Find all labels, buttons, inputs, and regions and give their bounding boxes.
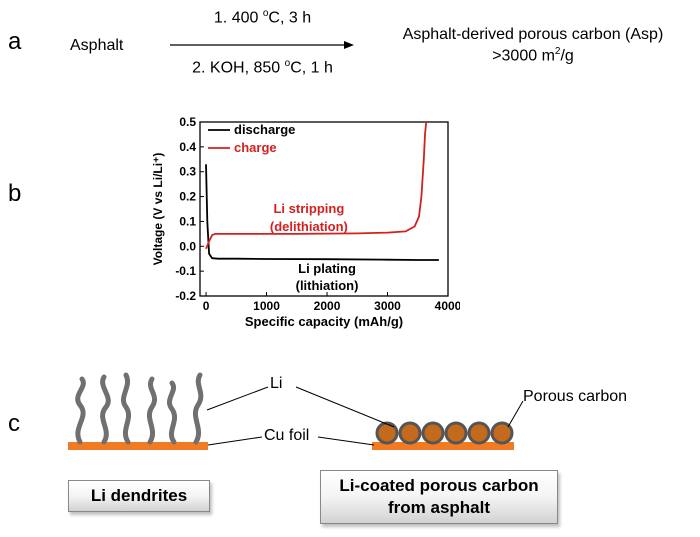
cu-foil-right <box>372 442 514 450</box>
x-tick-label: 2000 <box>314 299 341 313</box>
y-tick-label: 0.1 <box>179 214 196 228</box>
dendrite <box>100 374 111 445</box>
leader-line <box>207 436 263 446</box>
series-line-charge <box>205 121 428 250</box>
plot-frame <box>199 121 449 297</box>
reaction-step-1: 1. 400 oC, 3 h <box>213 8 312 27</box>
li-dendrites-text: Li dendrites <box>90 486 188 505</box>
product-name: Asphalt-derived porous carbon (Asp) <box>402 26 664 43</box>
y-tick-label: 0.3 <box>179 165 196 179</box>
y-tick-label: -0.2 <box>175 289 196 303</box>
y-axis-label: Voltage (V vs Li/Li⁺) <box>151 153 165 266</box>
reactant-label: Asphalt <box>70 37 124 54</box>
y-tick-label: -0.1 <box>175 264 196 278</box>
leader-line <box>206 386 269 411</box>
y-tick-label: 0.0 <box>179 239 196 253</box>
y-tick-label: 0.4 <box>179 140 196 154</box>
cu-foil-label: Cu foil <box>264 427 310 444</box>
leader-line <box>295 386 395 428</box>
x-tick-label: 3000 <box>374 299 401 313</box>
y-tick-label: 0.2 <box>179 190 196 204</box>
li-dendrites <box>75 372 204 445</box>
annotation-li-stripping: Li stripping <box>273 201 344 216</box>
legend-label-discharge: discharge <box>234 122 295 137</box>
carbon-particle <box>375 421 399 445</box>
porous-carbon-particles <box>375 421 514 445</box>
reaction-step-2: 2. KOH, 850 oC, 1 h <box>192 58 333 77</box>
annotation-lithiation: (lithiation) <box>296 278 359 293</box>
leader-lines <box>206 386 524 446</box>
cu-foil-left <box>68 442 208 450</box>
dendrite <box>120 372 132 445</box>
schematic-c <box>68 372 524 450</box>
y-tick-label: 0.5 <box>179 115 196 129</box>
dendrite <box>192 372 204 445</box>
dendrite <box>166 380 178 445</box>
product-surface-area: >3000 m2/g <box>492 46 574 65</box>
carbon-particle <box>421 421 445 445</box>
x-tick-label: 1000 <box>253 299 280 313</box>
x-tick-label: 0 <box>203 299 210 313</box>
x-axis-label: Specific capacity (mAh/g) <box>245 314 403 329</box>
dendrite <box>146 376 158 445</box>
legend-label-charge: charge <box>234 140 277 155</box>
leader-line <box>317 436 375 446</box>
carbon-particle <box>444 421 468 445</box>
li-coated-carbon-text: Li-coated porous carbon <box>339 476 539 495</box>
annotation-delithiation: (delithiation) <box>270 219 348 234</box>
carbon-particle <box>490 421 514 445</box>
li-dendrites-box: Li dendrites <box>68 480 210 512</box>
voltage-capacity-chart: 0 1000 2000 3000 4000 -0.2 -0.1 0.0 0.1 0.2 0.3 0.4… <box>151 115 460 329</box>
annotation-li-plating: Li plating <box>298 261 356 276</box>
li-coated-carbon-box: Li-coated porous carbon from asphalt <box>320 470 558 524</box>
from-asphalt-text: from asphalt <box>387 498 491 517</box>
x-tick-label: 4000 <box>435 299 460 313</box>
carbon-particle <box>467 421 491 445</box>
panel-letter-c: c <box>8 410 20 437</box>
porous-carbon-label: Porous carbon <box>523 388 628 405</box>
panel-letter-b: b <box>8 180 22 207</box>
dendrite <box>75 376 86 445</box>
panel-letter-a: a <box>8 28 22 55</box>
leader-line <box>507 400 524 428</box>
reaction-arrow <box>170 41 354 49</box>
li-label: Li <box>270 375 283 392</box>
carbon-particle <box>398 421 422 445</box>
